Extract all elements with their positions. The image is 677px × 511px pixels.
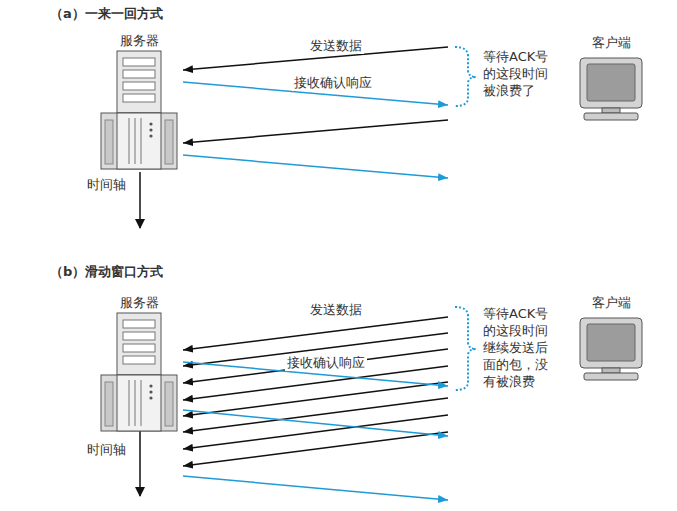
data-arrow: [183, 382, 448, 416]
panel-title: （b）滑动窗口方式: [50, 263, 163, 280]
callout-brace: [455, 47, 476, 106]
client-illustration: [578, 56, 644, 126]
axis-label: 时间轴: [87, 441, 126, 458]
time-axis: [139, 172, 141, 228]
ack-arrow: [183, 476, 448, 500]
ack-arrow: [183, 410, 448, 436]
node-label: 客户端: [576, 34, 646, 51]
client-illustration: [578, 316, 644, 386]
data-arrow: [183, 317, 448, 350]
data-arrow: [183, 432, 448, 466]
node-label: 服务器: [95, 294, 183, 311]
monitor-icon: [578, 56, 644, 122]
arrow-label: 发送数据: [308, 301, 364, 318]
monitor-icon: [578, 316, 644, 382]
callout-note: 等待ACK号的这段时间继续发送后面的包，没有被浪费: [483, 305, 555, 390]
panel-title: （a）一来一回方式: [50, 5, 163, 22]
node-label: 服务器: [95, 32, 183, 49]
server-icon: [95, 312, 183, 434]
callout-note: 等待ACK号的这段时间被浪费了: [483, 48, 555, 99]
server-icon: [95, 50, 183, 172]
server-node: 服务器: [95, 30, 183, 180]
server-node: 服务器: [95, 292, 183, 502]
data-arrow: [183, 120, 448, 143]
server-illustration: [95, 312, 183, 438]
data-arrow: [183, 398, 448, 432]
node-label: 客户端: [576, 294, 646, 311]
ack-arrow: [183, 155, 448, 178]
axis-label: 时间轴: [87, 176, 126, 193]
callout-brace: [455, 307, 476, 390]
arrow-label: 发送数据: [308, 37, 364, 54]
arrow-label: 接收确认响应: [285, 354, 367, 371]
arrow-label: 接收确认响应: [292, 74, 374, 91]
time-axis: [139, 425, 141, 496]
server-illustration: [95, 50, 183, 176]
